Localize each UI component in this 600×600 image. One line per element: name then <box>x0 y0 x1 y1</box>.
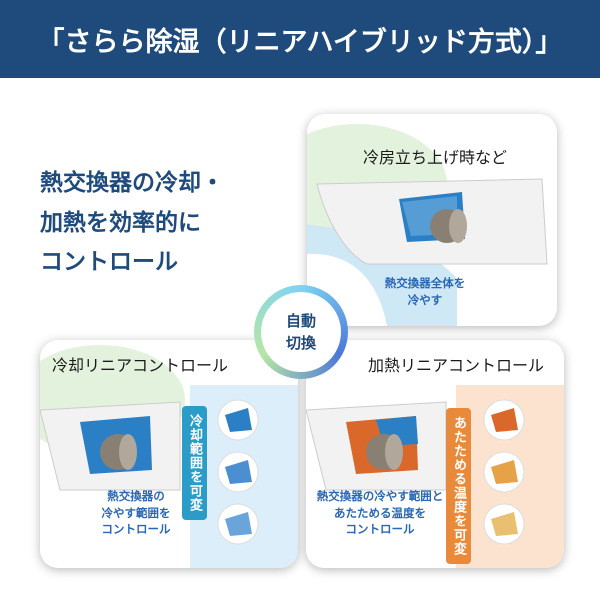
card-top-caption: 熱交換器全体を 冷やす <box>384 276 466 307</box>
cooling-range-label: 冷却範囲を可変 <box>182 406 207 520</box>
auto-switch-line-1: 自動 <box>285 311 316 330</box>
card-left-caption: 熱交換器の 冷やす範囲を コントロール <box>101 489 171 537</box>
card-top-title: 冷房立ち上げ時など <box>363 148 508 167</box>
auto-switch-badge: 自動 切換 <box>254 285 348 379</box>
page-title: 「さらら除湿（リニアハイブリッド方式）」 <box>37 26 563 58</box>
auto-switch-badge-inner: 自動 切換 <box>261 292 341 372</box>
tagline-line-3: コントロール <box>40 249 178 276</box>
aircon-cooling-linear-illustration <box>40 345 298 568</box>
card-left-title: 冷却リニアコントロール <box>52 356 229 375</box>
auto-switch-line-2: 切換 <box>285 334 316 352</box>
tagline-line-2: 加熱を効率的に <box>40 209 201 236</box>
card-right-title: 加熱リニアコントロール <box>368 356 545 375</box>
card-cooling-linear-control: 冷却リニアコントロール 冷却範囲を可変 熱交換器の 冷やす範囲を コントロール <box>40 340 298 568</box>
card-right-caption: 熱交換器の冷やす範囲と あたためる温度を コントロール <box>316 489 444 537</box>
card-heating-linear-control: 加熱リニアコントロール あたためる温度を可変 熱交換器の冷やす範囲と あたためる… <box>306 340 564 568</box>
aircon-cooling-illustration <box>307 124 548 326</box>
tagline-line-1: 熱交換器の冷却・ <box>40 170 224 196</box>
header-banner: 「さらら除湿（リニアハイブリッド方式）」 <box>0 0 600 78</box>
card-cooling-startup: 冷房立ち上げ時など 熱交換器全体を 冷やす <box>307 114 557 326</box>
heating-temp-label: あたためる温度を可変 <box>446 408 471 564</box>
aircon-heating-linear-illustration <box>306 385 564 568</box>
tagline: 熱交換器の冷却・ 加熱を効率的に コントロール <box>40 164 300 283</box>
